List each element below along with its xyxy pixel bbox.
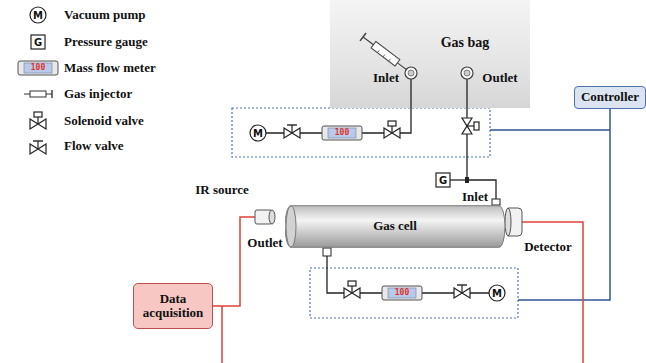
symbol-letter: G — [439, 175, 447, 186]
part-label: Detector — [524, 240, 572, 254]
node-title: Controller — [581, 90, 639, 104]
controller-box: Controller — [574, 86, 646, 109]
symbol-letter: M — [253, 128, 263, 139]
data-acquisition-box: Data acquisition — [133, 283, 213, 329]
legend-entry: Mass flow meter — [64, 61, 156, 75]
part-label: Inlet — [462, 190, 488, 204]
symbol-letter: G — [34, 37, 42, 48]
gas-cell: Gas cell — [285, 205, 505, 248]
legend-entry: Vacuum pump — [64, 8, 146, 22]
port-label: Outlet — [482, 71, 517, 85]
symbol-letter: M — [33, 10, 43, 21]
legend-text: Flow valve — [64, 138, 124, 153]
legend-entry: Solenoid valve — [64, 114, 144, 128]
part-label: IR source — [195, 183, 249, 197]
meter-reading: 100 — [335, 129, 349, 138]
legend-entry: Gas injector — [64, 87, 132, 101]
node-title: Gas bag — [441, 35, 490, 50]
legend-text: Gas injector — [64, 86, 132, 101]
meter-reading: 100 — [31, 64, 45, 73]
node-title: Gas cell — [373, 219, 417, 233]
gas-bag: Gas bagInlet Outlet — [330, 0, 530, 108]
port-label: Inlet — [373, 71, 399, 85]
meter-reading: 100 — [395, 289, 409, 298]
legend-text: Solenoid valve — [64, 113, 144, 128]
legend-entry: Flow valve — [64, 139, 124, 153]
legend-entry: Pressure gauge — [64, 35, 148, 49]
node-title: Data acquisition — [139, 292, 207, 321]
legend-text: Vacuum pump — [64, 7, 146, 22]
gas-line — [467, 108, 496, 199]
part-label: Outlet — [247, 236, 282, 250]
legend-text: Pressure gauge — [64, 34, 148, 49]
symbol-letter: M — [492, 288, 502, 299]
legend-text: Mass flow meter — [64, 60, 156, 75]
